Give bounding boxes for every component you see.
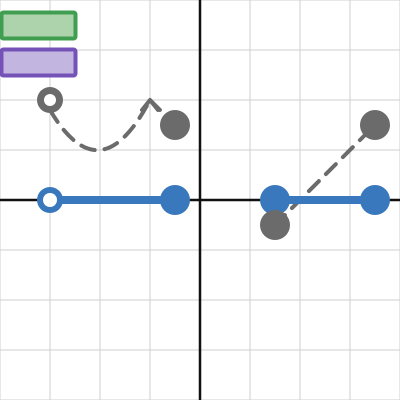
point[interactable] bbox=[260, 210, 290, 240]
color-swatch-purple[interactable] bbox=[0, 47, 78, 78]
segment-endpoint-open-hole bbox=[43, 193, 57, 207]
color-swatches bbox=[0, 10, 78, 78]
open-point-hole bbox=[44, 94, 56, 106]
segment-endpoint[interactable] bbox=[260, 185, 290, 215]
segments bbox=[37, 185, 390, 215]
dashed-arrows bbox=[48, 98, 367, 227]
points bbox=[37, 87, 390, 240]
color-swatch-green[interactable] bbox=[0, 10, 78, 41]
dashed-arrow bbox=[273, 133, 367, 227]
segment-endpoint[interactable] bbox=[160, 185, 190, 215]
segment-endpoint[interactable] bbox=[360, 185, 390, 215]
point[interactable] bbox=[160, 110, 190, 140]
point[interactable] bbox=[360, 110, 390, 140]
